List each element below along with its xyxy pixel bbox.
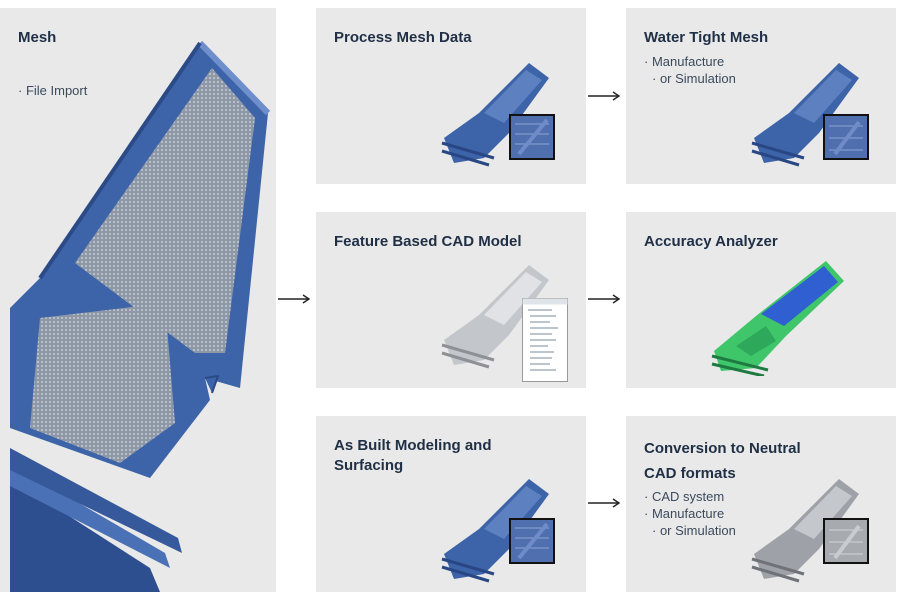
water-tight-title: Water Tight Mesh: [644, 29, 769, 46]
right-arrow-icon: [588, 91, 621, 101]
zoom-detail-icon: [509, 518, 555, 564]
water-tight-bullets: Manufacture or Simulation: [644, 53, 736, 87]
zoom-detail-icon: [823, 518, 869, 564]
turbine-blade-icon: [10, 40, 271, 592]
conversion-bullet: CAD system: [644, 488, 736, 505]
conversion-bullet-cont: or Simulation: [644, 522, 736, 539]
mesh-bullets: File Import: [18, 82, 87, 99]
feature-cad-panel: Feature Based CAD Model: [316, 212, 586, 388]
turbine-blade-icon: [751, 63, 859, 167]
turbine-blade-icon: [751, 479, 859, 583]
turbine-blade-icon: [441, 63, 549, 167]
zoom-detail-icon: [509, 114, 555, 160]
conversion-bullet: Manufacture: [644, 505, 736, 522]
as-built-title-line2: Surfacing: [334, 457, 404, 474]
conversion-panel: Conversion to Neutral CAD formats CAD sy…: [626, 416, 896, 592]
conversion-title-line2: CAD formats: [644, 465, 736, 482]
water-tight-mesh-panel: Water Tight Mesh Manufacture or Simulati…: [626, 8, 896, 184]
feature-tree-icon: [522, 298, 568, 382]
right-arrow-icon: [278, 294, 311, 304]
right-arrow-icon: [588, 498, 621, 508]
as-built-title-line1: As Built Modeling and: [334, 437, 492, 454]
feature-cad-title: Feature Based CAD Model: [334, 233, 522, 250]
conversion-title-line1: Conversion to Neutral: [644, 440, 801, 457]
water-tight-bullet-cont: or Simulation: [644, 70, 736, 87]
zoom-detail-icon: [823, 114, 869, 160]
turbine-blade-icon: [441, 265, 549, 369]
mesh-panel: Mesh File Import: [0, 8, 276, 592]
turbine-blade-icon: [711, 261, 844, 376]
accuracy-analyzer-panel: Accuracy Analyzer: [626, 212, 896, 388]
accuracy-analyzer-title: Accuracy Analyzer: [644, 233, 778, 250]
water-tight-bullet: Manufacture: [644, 53, 736, 70]
mesh-bullet: File Import: [18, 82, 87, 99]
conversion-title: Conversion to Neutral CAD formats: [644, 436, 801, 486]
as-built-title: As Built Modeling and Surfacing: [334, 436, 492, 476]
right-arrow-icon: [588, 294, 621, 304]
as-built-panel: As Built Modeling and Surfacing: [316, 416, 586, 592]
conversion-bullets: CAD system Manufacture or Simulation: [644, 488, 736, 539]
mesh-title: Mesh: [18, 29, 57, 46]
turbine-blade-icon: [441, 479, 549, 583]
process-mesh-title: Process Mesh Data: [334, 29, 472, 46]
process-mesh-panel: Process Mesh Data: [316, 8, 586, 184]
